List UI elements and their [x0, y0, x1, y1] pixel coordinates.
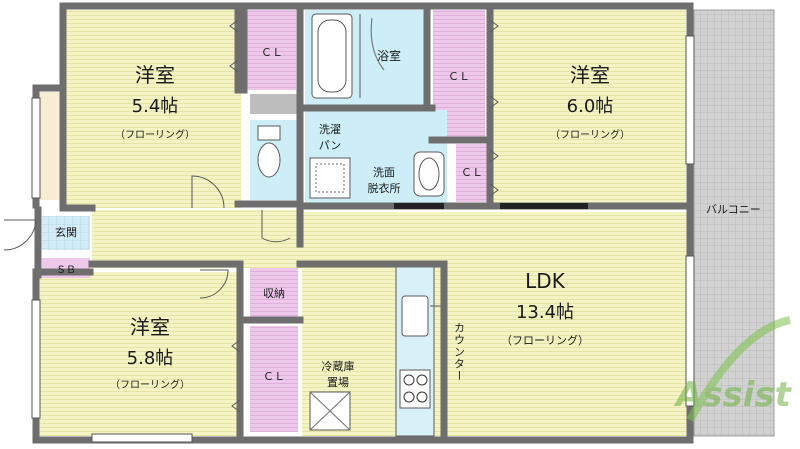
room-size-ldk: 13.4帖 — [516, 302, 574, 323]
corridor — [92, 210, 304, 268]
room-western-ne — [490, 10, 686, 206]
window-east-upper — [685, 35, 695, 165]
balcony — [693, 9, 775, 437]
room-floor-western-ne: （フローリング） — [550, 128, 630, 141]
room-western-nw — [63, 10, 241, 208]
storage-label: 収納 — [263, 287, 285, 300]
window-east-lower — [685, 255, 695, 407]
room-name-western-nw: 洋室 — [135, 63, 175, 87]
doors — [3, 19, 499, 413]
room-name-ldk: LDK — [525, 269, 566, 293]
sink — [401, 295, 429, 337]
watermark-text: Assist — [673, 375, 793, 415]
closet-label-sw: ＣＬ — [263, 370, 285, 383]
room-name-western-sw: 洋室 — [130, 315, 170, 339]
fridge-label-2: 置場 — [327, 376, 349, 389]
utility-strip — [250, 94, 300, 114]
washroom-label-2: 脱衣所 — [368, 181, 401, 195]
room-floor-western-nw: （フローリング） — [115, 128, 195, 141]
fridge-label-1: 冷蔵庫 — [322, 359, 355, 373]
window-west — [31, 299, 41, 419]
entrance-label: 玄関 — [55, 225, 77, 239]
closet-sw — [250, 326, 298, 432]
closet-ne-small — [456, 144, 488, 202]
window-washroom — [394, 203, 444, 209]
window-ne — [500, 203, 588, 209]
washroom-label-1: 洗面 — [373, 166, 395, 179]
closet-label-ne-small: ＣＬ — [461, 166, 483, 179]
bath-label: 浴室 — [377, 48, 401, 63]
assist-watermark: Assist — [673, 316, 793, 422]
room-name-western-ne: 洋室 — [570, 63, 610, 87]
shoe-box-label: ＳＢ — [56, 265, 76, 276]
room-floor-western-sw: （フローリング） — [110, 378, 190, 391]
laundry-label-2: パン — [319, 139, 342, 152]
kitchen-counter — [395, 265, 435, 437]
walls — [32, 2, 694, 444]
balcony-label: バルコニー — [706, 203, 761, 216]
counter-label: カウンター — [453, 322, 466, 382]
room-floor-ldk: （フローリング） — [501, 333, 589, 347]
bathtub — [311, 13, 353, 99]
laundry-pan — [309, 157, 351, 199]
window-south — [91, 433, 193, 443]
room-size-western-sw: 5.8帖 — [127, 348, 174, 369]
entrance-tiles — [42, 216, 90, 250]
toilet-bowl — [257, 142, 281, 178]
window-nw-side — [31, 97, 41, 199]
closet-label-ne: ＣＬ — [448, 70, 470, 83]
room-size-western-nw: 5.4帖 — [132, 96, 179, 117]
stove — [399, 369, 431, 409]
laundry-label-1: 洗濯 — [319, 123, 341, 136]
storage-closet — [250, 268, 298, 318]
closet-nw — [246, 10, 296, 90]
room-size-western-ne: 6.0帖 — [567, 96, 614, 117]
room-western-sw — [38, 272, 238, 436]
closet-label-nw: ＣＬ — [261, 46, 283, 59]
